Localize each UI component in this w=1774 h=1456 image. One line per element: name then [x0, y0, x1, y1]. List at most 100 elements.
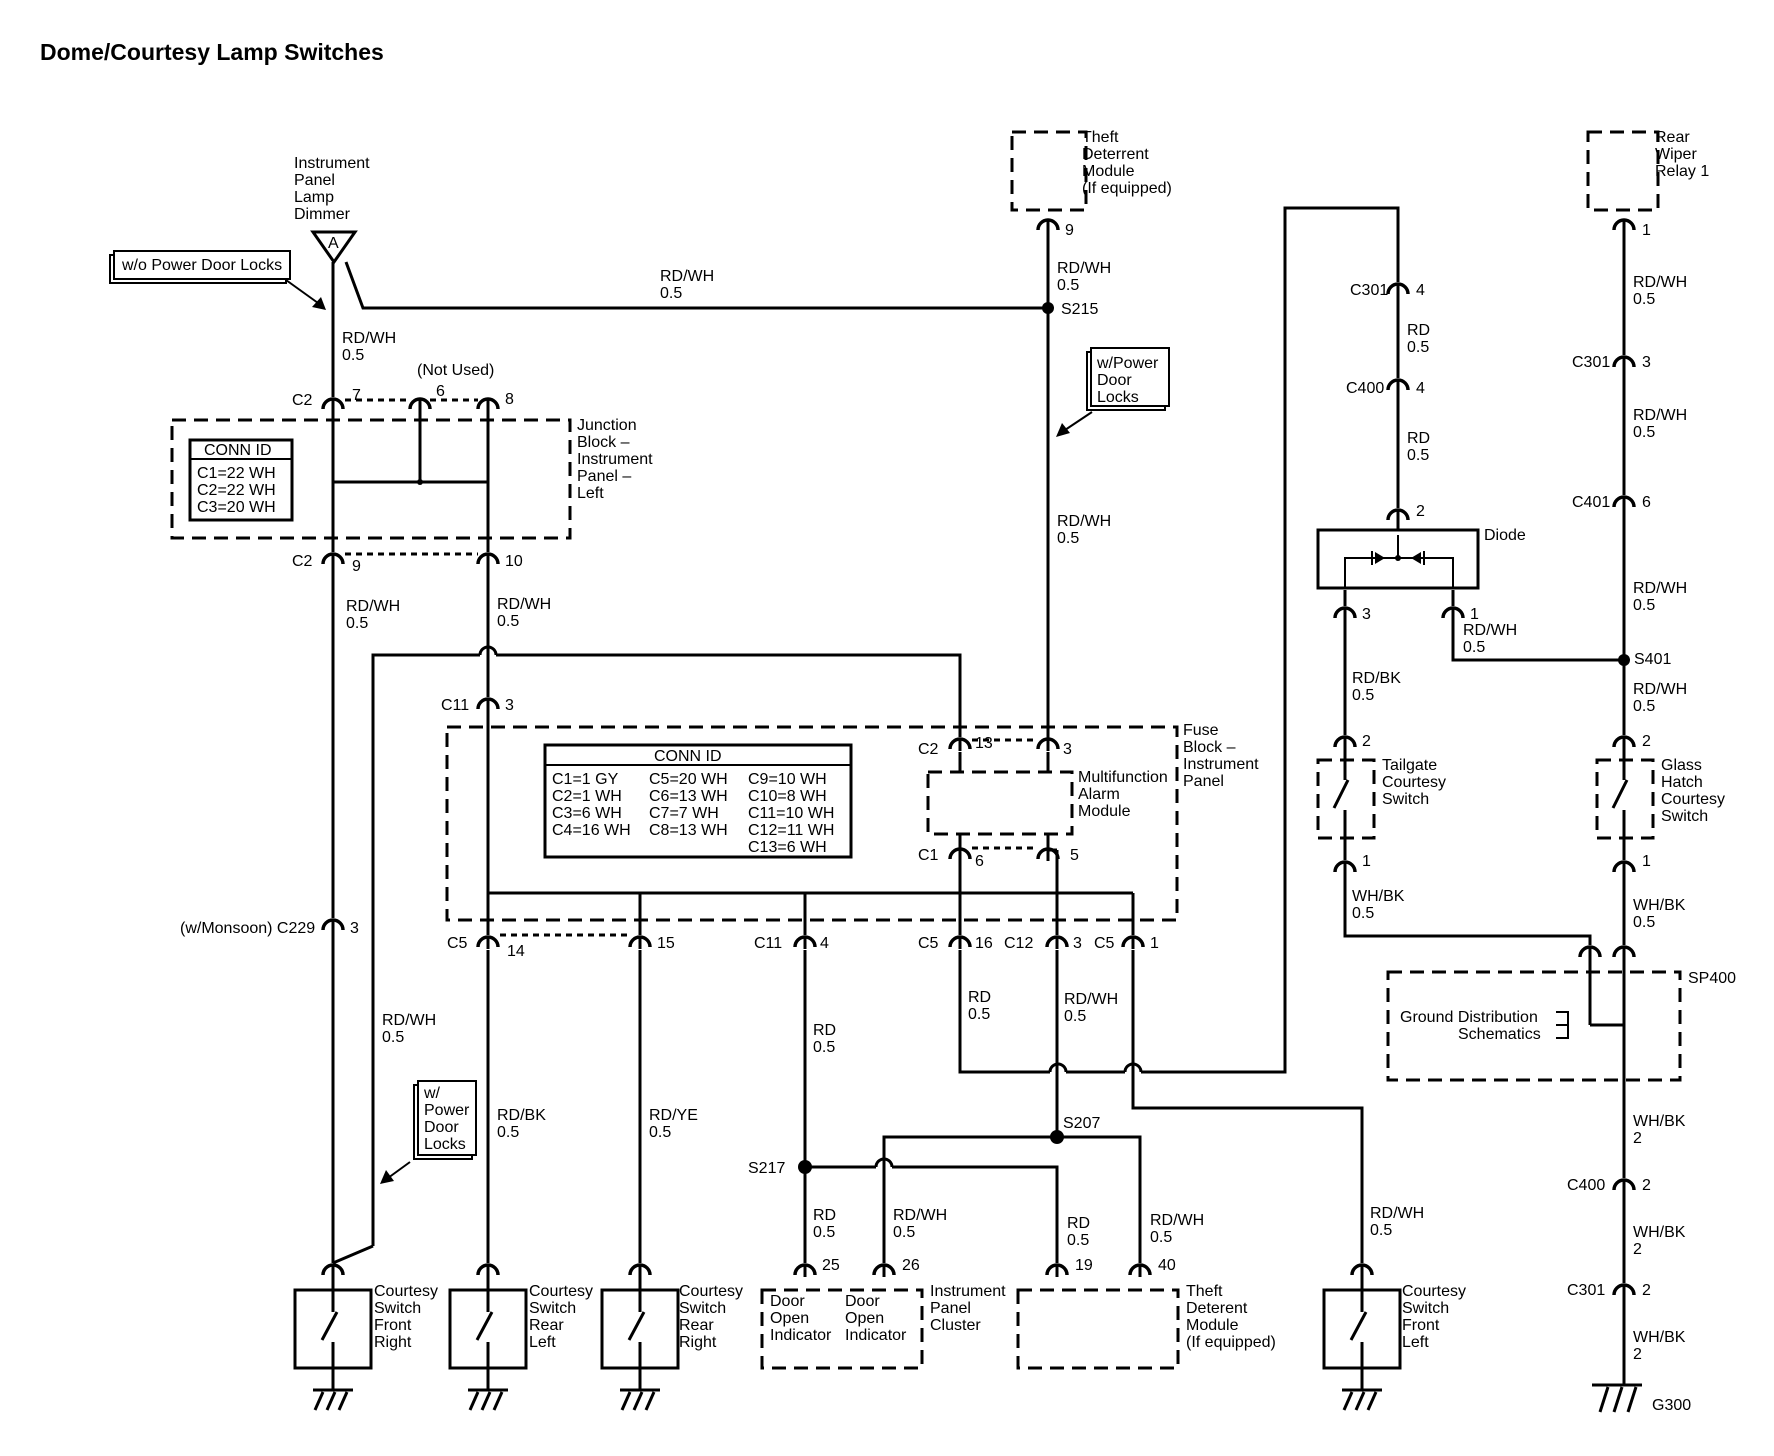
- svg-text:RD/WH: RD/WH: [1463, 622, 1517, 639]
- svg-text:Instrument: Instrument: [1183, 756, 1259, 773]
- svg-text:(If equipped): (If equipped): [1082, 180, 1172, 197]
- svg-text:6: 6: [436, 383, 445, 400]
- svg-text:C11: C11: [441, 697, 469, 714]
- svg-text:4: 4: [820, 935, 829, 952]
- svg-text:0.5: 0.5: [1463, 639, 1485, 656]
- svg-text:RD: RD: [813, 1022, 836, 1039]
- svg-text:Junction: Junction: [577, 417, 637, 434]
- svg-text:C13=6 WH: C13=6 WH: [748, 839, 827, 856]
- ip-lamp-dimmer: A Instrument Panel Lamp Dimmer: [294, 155, 370, 265]
- svg-text:Panel –: Panel –: [577, 468, 631, 485]
- svg-text:Courtesy: Courtesy: [679, 1283, 743, 1300]
- svg-text:G300: G300: [1652, 1397, 1691, 1414]
- svg-text:0.5: 0.5: [1633, 424, 1655, 441]
- svg-text:Courtesy: Courtesy: [1661, 791, 1725, 808]
- svg-text:Open: Open: [845, 1310, 884, 1327]
- svg-text:Ground Distribution: Ground Distribution: [1400, 1009, 1538, 1026]
- svg-text:0.5: 0.5: [813, 1039, 835, 1056]
- svg-text:C301: C301: [1567, 1282, 1605, 1299]
- svg-text:S215: S215: [1061, 301, 1098, 318]
- svg-text:RD: RD: [1067, 1215, 1090, 1232]
- svg-text:Diode: Diode: [1484, 527, 1526, 544]
- svg-text:0.5: 0.5: [1633, 291, 1655, 308]
- svg-text:2: 2: [1416, 503, 1425, 520]
- svg-text:RD: RD: [813, 1207, 836, 1224]
- svg-text:RD/WH: RD/WH: [1064, 991, 1118, 1008]
- note-w-power-door-locks-1: w/Power Door Locks: [1086, 347, 1170, 411]
- svg-text:Schematics: Schematics: [1458, 1026, 1541, 1043]
- svg-text:Theft: Theft: [1186, 1283, 1223, 1300]
- svg-text:WH/BK: WH/BK: [1633, 1329, 1686, 1346]
- svg-text:0.5: 0.5: [342, 347, 364, 364]
- svg-text:A: A: [328, 235, 339, 252]
- svg-text:Switch: Switch: [1382, 791, 1429, 808]
- svg-text:Module: Module: [1082, 163, 1135, 180]
- svg-text:RD/WH: RD/WH: [1633, 681, 1687, 698]
- svg-text:Indicator: Indicator: [845, 1327, 907, 1344]
- svg-text:C301: C301: [1572, 354, 1610, 371]
- switch-labels: Courtesy Switch Front Right Courtesy Swi…: [374, 1283, 1466, 1351]
- svg-text:Front: Front: [374, 1317, 412, 1334]
- svg-text:Theft: Theft: [1082, 129, 1119, 146]
- svg-text:0.5: 0.5: [1370, 1222, 1392, 1239]
- svg-text:0.5: 0.5: [1633, 597, 1655, 614]
- theft-module-bottom: Theft Deterent Module (If equipped): [1016, 1283, 1276, 1370]
- svg-text:S207: S207: [1063, 1115, 1100, 1132]
- svg-text:Door: Door: [424, 1119, 459, 1136]
- svg-text:CONN ID: CONN ID: [204, 442, 272, 459]
- fuse-block: Fuse Block – Instrument Panel: [445, 722, 1259, 922]
- svg-text:RD/WH: RD/WH: [1633, 274, 1687, 291]
- svg-text:C11=10 WH: C11=10 WH: [748, 805, 834, 822]
- svg-text:Switch: Switch: [1402, 1300, 1449, 1317]
- svg-text:Block –: Block –: [1183, 739, 1236, 756]
- svg-text:C1: C1: [918, 847, 939, 864]
- svg-text:WH/BK: WH/BK: [1633, 897, 1686, 914]
- svg-text:RD/YE: RD/YE: [649, 1107, 698, 1124]
- svg-text:1: 1: [1642, 853, 1651, 870]
- svg-text:2: 2: [1362, 733, 1371, 750]
- svg-text:Courtesy: Courtesy: [1402, 1283, 1466, 1300]
- svg-text:C12=11 WH: C12=11 WH: [748, 822, 834, 839]
- connector-symbols: [321, 218, 1636, 1297]
- svg-text:C8=13 WH: C8=13 WH: [649, 822, 728, 839]
- svg-text:CONN ID: CONN ID: [654, 748, 722, 765]
- svg-text:Switch: Switch: [529, 1300, 576, 1317]
- svg-text:1: 1: [1362, 853, 1371, 870]
- svg-text:Courtesy: Courtesy: [1382, 774, 1446, 791]
- svg-text:Locks: Locks: [424, 1136, 466, 1153]
- svg-text:SP400: SP400: [1688, 970, 1736, 987]
- svg-text:RD/BK: RD/BK: [497, 1107, 546, 1124]
- wires: [285, 206, 1626, 1385]
- svg-text:C3=6 WH: C3=6 WH: [552, 805, 622, 822]
- svg-text:Courtesy: Courtesy: [529, 1283, 593, 1300]
- svg-text:Rear: Rear: [679, 1317, 714, 1334]
- svg-text:0.5: 0.5: [497, 1124, 519, 1141]
- svg-text:RD/WH: RD/WH: [497, 596, 551, 613]
- svg-text:C5: C5: [447, 935, 468, 952]
- svg-text:Instrument: Instrument: [577, 451, 653, 468]
- svg-text:C3=20 WH: C3=20 WH: [197, 499, 276, 516]
- svg-text:Tailgate: Tailgate: [1382, 757, 1437, 774]
- svg-text:C2: C2: [292, 392, 313, 409]
- svg-text:Panel: Panel: [1183, 773, 1224, 790]
- svg-text:Left: Left: [577, 485, 604, 502]
- diagram-title: Dome/Courtesy Lamp Switches: [40, 39, 384, 65]
- svg-text:19: 19: [1075, 1257, 1093, 1274]
- svg-text:C11: C11: [754, 935, 782, 952]
- svg-text:8: 8: [505, 391, 514, 408]
- svg-text:3: 3: [350, 920, 359, 937]
- svg-text:2: 2: [1642, 733, 1651, 750]
- svg-text:RD: RD: [1407, 430, 1430, 447]
- svg-text:6: 6: [975, 853, 984, 870]
- svg-text:2: 2: [1633, 1241, 1642, 1258]
- svg-text:Indicator: Indicator: [770, 1327, 832, 1344]
- svg-text:Door: Door: [845, 1293, 880, 1310]
- svg-text:WH/BK: WH/BK: [1352, 888, 1405, 905]
- junction-block: Junction Block – Instrument Panel – Left: [170, 417, 653, 540]
- svg-text:Panel: Panel: [294, 172, 335, 189]
- svg-text:0.5: 0.5: [497, 613, 519, 630]
- svg-text:C2: C2: [292, 553, 313, 570]
- svg-text:WH/BK: WH/BK: [1633, 1113, 1686, 1130]
- svg-text:RD/WH: RD/WH: [342, 330, 396, 347]
- diode: Diode: [1316, 527, 1526, 590]
